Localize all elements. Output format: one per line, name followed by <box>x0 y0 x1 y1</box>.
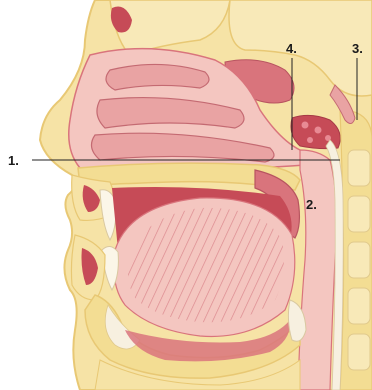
adenoid-follicle <box>315 127 322 134</box>
vertebra <box>348 242 370 278</box>
label-2: 2. <box>306 198 317 211</box>
adenoid-follicle <box>307 137 313 143</box>
pharynx <box>298 150 337 390</box>
label-1: 1. <box>8 154 19 167</box>
label-3: 3. <box>352 42 363 55</box>
label-4: 4. <box>286 42 297 55</box>
vertebra <box>348 288 370 324</box>
vertebra <box>348 150 370 186</box>
vertebra <box>348 334 370 370</box>
adenoid-follicle <box>302 122 309 129</box>
vertebra <box>348 196 370 232</box>
